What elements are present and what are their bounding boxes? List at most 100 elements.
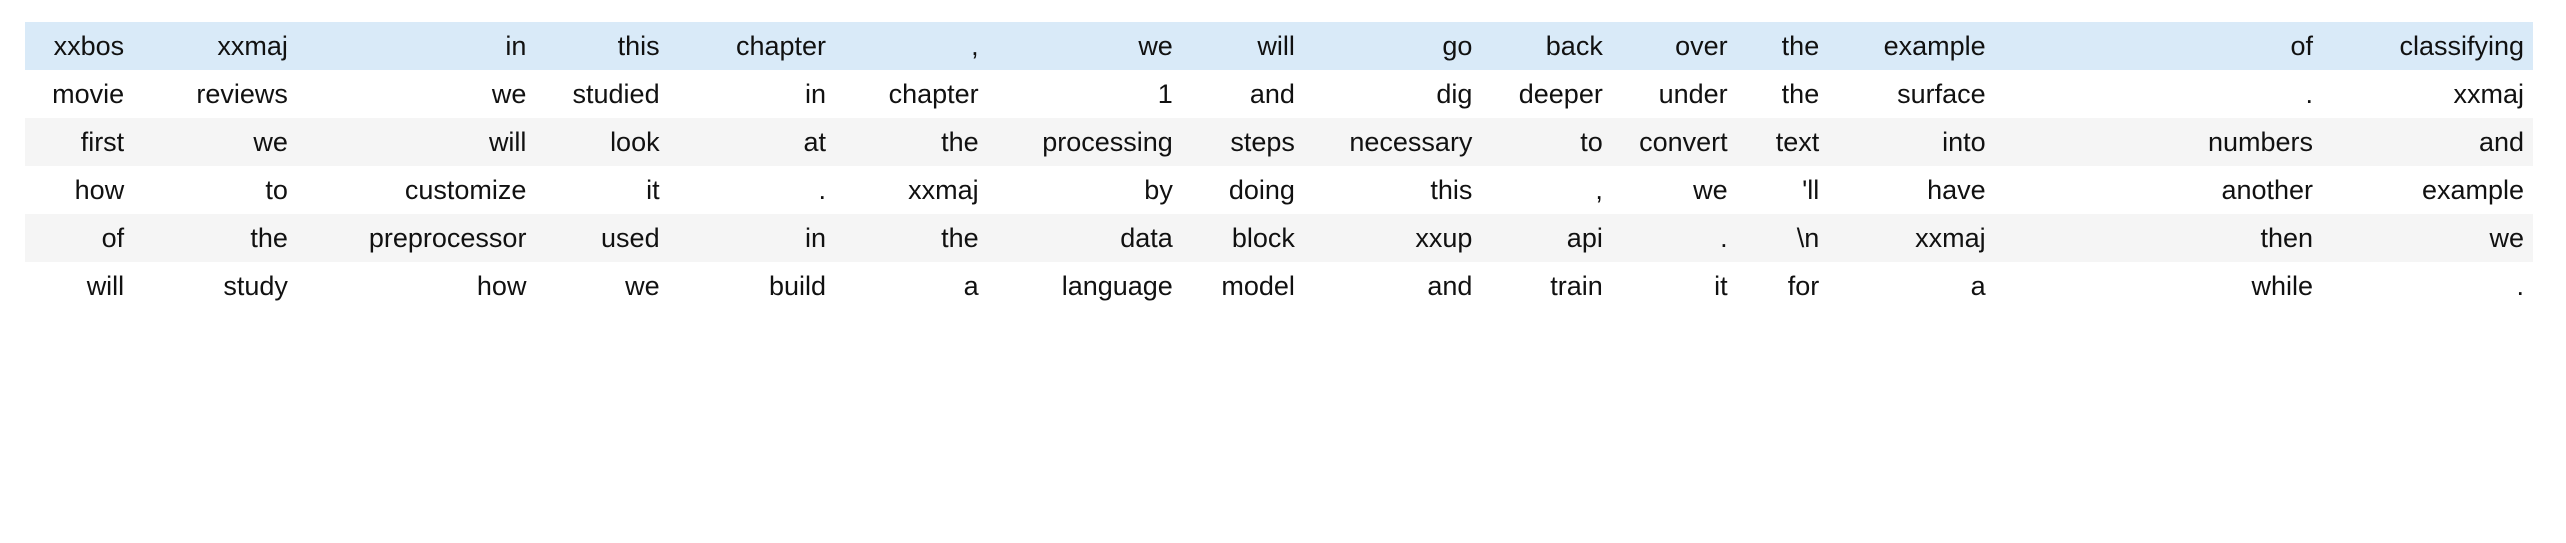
table-cell: dig — [1436, 79, 1473, 109]
table-row[interactable]: first we will look at the processing steps neces… — [25, 118, 2533, 166]
table-cell: to — [265, 175, 288, 205]
table-cell: train — [1550, 271, 1603, 301]
table-cell: text — [1775, 127, 1820, 157]
table-cell — [1995, 118, 2173, 166]
table-cell: in — [505, 31, 527, 61]
table-cell: 'll — [1802, 175, 1820, 205]
table-cell: movie — [52, 79, 125, 109]
table-cell: the — [941, 223, 979, 253]
table-cell: at — [803, 127, 827, 157]
table-cell: and — [1249, 79, 1295, 109]
table-cell: necessary — [1349, 127, 1473, 157]
table-cell: to — [1580, 127, 1603, 157]
table-cell: this — [1430, 175, 1473, 205]
table-cell: how — [476, 271, 527, 301]
table-cell: convert — [1639, 127, 1728, 157]
table-cell: the — [1781, 31, 1820, 61]
table-cell: , — [971, 31, 979, 61]
table-cell: and — [2478, 127, 2524, 157]
table-row[interactable]: movie reviews we studied in chapter 1 and dig dee… — [25, 70, 2533, 118]
table-cell: this — [617, 31, 660, 61]
table-cell: into — [1942, 127, 1986, 157]
table-cell: numbers — [2207, 127, 2314, 157]
table-cell: example — [1883, 31, 1986, 61]
table-cell: chapter — [735, 31, 827, 61]
table-cell: while — [2251, 271, 2314, 301]
table-cell: for — [1787, 271, 1820, 301]
table-cell: we — [625, 271, 660, 301]
table-cell: first — [80, 127, 125, 157]
table-cell: . — [2516, 271, 2524, 301]
table-cell — [1995, 262, 2173, 310]
table-cell — [1995, 214, 2173, 262]
table-cell: block — [1231, 223, 1295, 253]
table-cell: data — [1120, 223, 1173, 253]
table-cell: a — [1970, 271, 1986, 301]
table-cell: a — [963, 271, 979, 301]
table-cell: xxup — [1415, 223, 1473, 253]
table-cell: have — [1927, 175, 1986, 205]
table-cell: studied — [572, 79, 660, 109]
table-cell: we — [1693, 175, 1728, 205]
table-cell: of — [2290, 31, 2314, 61]
table-cell: over — [1675, 31, 1728, 61]
table-cell: another — [2221, 175, 2314, 205]
table-cell: how — [74, 175, 125, 205]
table-cell: reviews — [196, 79, 288, 109]
table-cell: and — [1427, 271, 1473, 301]
table-row[interactable]: of the preprocessor used in the data block xxup a… — [25, 214, 2533, 262]
table-cell: model — [1221, 271, 1295, 301]
table-cell: , — [1595, 175, 1603, 205]
table-cell: study — [223, 271, 288, 301]
table-cell: then — [2260, 223, 2314, 253]
table-cell: we — [253, 127, 288, 157]
table-cell: xxmaj — [1915, 223, 1986, 253]
table-cell: will — [1257, 31, 1295, 61]
table-cell: preprocessor — [368, 223, 527, 253]
table-cell: doing — [1228, 175, 1295, 205]
table-cell: customize — [404, 175, 527, 205]
table-cell: xxmaj — [217, 31, 288, 61]
table-cell: by — [1144, 175, 1173, 205]
table-cell: \n — [1796, 223, 1820, 253]
table-cell — [1995, 70, 2173, 118]
table-cell: chapter — [888, 79, 979, 109]
table-cell: the — [250, 223, 288, 253]
table-cell: . — [818, 175, 827, 205]
table-cell: surface — [1897, 79, 1986, 109]
table-cell: go — [1442, 31, 1473, 61]
table-cell: we — [2489, 223, 2524, 253]
table-cell: example — [2421, 175, 2524, 205]
table-cell: in — [805, 79, 827, 109]
table-cell: the — [1781, 79, 1820, 109]
table-cell: build — [769, 271, 827, 301]
table-cell: . — [1720, 223, 1728, 253]
table-cell: we — [1138, 31, 1173, 61]
table-cell: under — [1658, 79, 1728, 109]
table-cell: language — [1061, 271, 1173, 301]
table-cell: will — [488, 127, 527, 157]
table-cell: used — [601, 223, 660, 253]
table-cell: xxmaj — [908, 175, 979, 205]
table-cell: api — [1566, 223, 1603, 253]
table-cell — [1995, 22, 2173, 70]
table-cell: deeper — [1518, 79, 1603, 109]
table-cell: 1 — [1157, 79, 1173, 109]
table-cell: processing — [1042, 127, 1173, 157]
table-cell: look — [610, 127, 660, 157]
table-cell: xxmaj — [2453, 79, 2524, 109]
table-cell: classifying — [2399, 31, 2524, 61]
table-cell: . — [2305, 79, 2314, 109]
table-cell: of — [101, 223, 125, 253]
table-cell: in — [805, 223, 827, 253]
table-cell: we — [491, 79, 527, 109]
table-cell: xxbos — [53, 31, 125, 61]
table-cell: steps — [1230, 127, 1295, 157]
table-cell — [1995, 166, 2173, 214]
table-cell: the — [941, 127, 979, 157]
